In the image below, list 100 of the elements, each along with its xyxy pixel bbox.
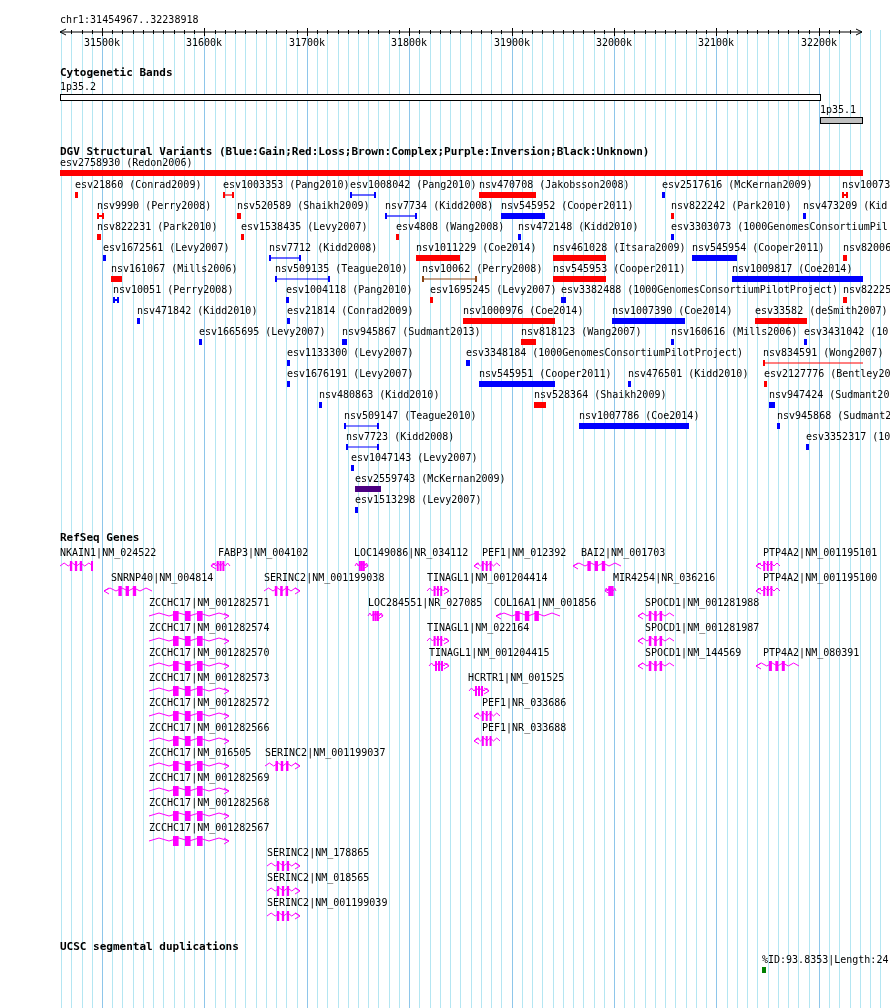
- gene-label: SERINC2|NM_018565: [267, 872, 370, 883]
- gene-label: LOC149086|NR_034112: [354, 547, 469, 558]
- feature-label: nsv1009817 (Coe2014): [732, 263, 853, 274]
- gene-label: ZCCHC17|NM_016505: [149, 747, 252, 758]
- gene-label: SPOCD1|NM_144569: [645, 647, 742, 658]
- gene-label: PTP4A2|NM_001195100: [763, 572, 878, 583]
- feature-label: esv1672561 (Levy2007): [103, 242, 230, 253]
- feature-label: esv3348184 (1000GenomesConsortiumPilotProject): [466, 347, 743, 358]
- feature-label: esv1004118 (Pang2010): [286, 284, 413, 295]
- feature-label: nsv472148 (Kidd2010): [518, 221, 639, 232]
- tick-label: 31600k: [186, 37, 223, 48]
- feature-label: nsv82006: [843, 242, 890, 253]
- track-title: UCSC segmental duplications: [60, 941, 239, 952]
- feature-label: nsv818123 (Wang2007): [521, 326, 642, 337]
- gene-label: MIR4254|NR_036216: [613, 572, 716, 583]
- feature-label: esv3352317 (10: [806, 431, 890, 442]
- gene-label: SPOCD1|NM_001281988: [645, 597, 760, 608]
- tick-label: 31900k: [494, 37, 531, 48]
- feature-label: nsv545953 (Cooper2011): [553, 263, 686, 274]
- feature-label: nsv1007390 (Coe2014): [612, 305, 733, 316]
- feature-label: nsv470708 (Jakobsson2008): [479, 179, 630, 190]
- gene-label: SPOCD1|NM_001281987: [645, 622, 760, 633]
- gene-label: HCRTR1|NM_001525: [468, 672, 565, 683]
- feature-label: nsv9990 (Perry2008): [97, 200, 212, 211]
- feature-label: esv21814 (Conrad2009): [287, 305, 414, 316]
- feature-label: nsv7734 (Kidd2008): [385, 200, 494, 211]
- gene-label: NKAIN1|NM_024522: [60, 547, 157, 558]
- feature-label: nsv10051 (Perry2008): [113, 284, 234, 295]
- feature-label: nsv945867 (Sudmant2013): [342, 326, 481, 337]
- feature-label: nsv476501 (Kidd2010): [628, 368, 749, 379]
- gene-label: LOC284551|NR_027085: [368, 597, 483, 608]
- feature-label: nsv471842 (Kidd2010): [137, 305, 258, 316]
- feature-label: nsv947424 (Sudmant20: [769, 389, 890, 400]
- track-title: RefSeq Genes: [60, 532, 140, 543]
- feature-label: nsv1007786 (Coe2014): [579, 410, 700, 421]
- feature-label: esv1513298 (Levy2007): [355, 494, 482, 505]
- gene-label: ZCCHC17|NM_001282568: [149, 797, 270, 808]
- gene-label: FABP3|NM_004102: [218, 547, 309, 558]
- gene-label: SERINC2|NM_178865: [267, 847, 370, 858]
- gene-label: COL16A1|NM_001856: [494, 597, 597, 608]
- feature-label: esv1047143 (Levy2007): [351, 452, 478, 463]
- tick-label: 31500k: [84, 37, 121, 48]
- feature-label: nsv945868 (Sudmant2: [777, 410, 890, 421]
- gene-label: ZCCHC17|NM_001282573: [149, 672, 270, 683]
- feature-label: nsv82225: [843, 284, 890, 295]
- tick-label: 32200k: [801, 37, 838, 48]
- feature-label: nsv822231 (Park2010): [97, 221, 218, 232]
- feature-label: nsv545951 (Cooper2011): [479, 368, 612, 379]
- feature-label: esv1665695 (Levy2007): [199, 326, 326, 337]
- feature-label: nsv7712 (Kidd2008): [269, 242, 378, 253]
- band-label: 1p35.2: [60, 81, 97, 92]
- feature-label: nsv7723 (Kidd2008): [346, 431, 455, 442]
- coordinate-label: chr1:31454967..32238918: [60, 14, 199, 25]
- feature-label: esv33582 (deSmith2007): [755, 305, 888, 316]
- feature-label: esv4808 (Wang2008): [396, 221, 505, 232]
- gene-label: SNRNP40|NM_004814: [111, 572, 214, 583]
- feature-label: esv3431042 (10: [804, 326, 889, 337]
- band-label: 1p35.1: [820, 104, 857, 115]
- gene-label: PEF1|NR_033686: [482, 697, 567, 708]
- feature-label: esv1003353 (Pang2010): [223, 179, 350, 190]
- feature-label: nsv10073: [842, 179, 890, 190]
- tick-label: 32100k: [698, 37, 735, 48]
- gene-label: TINAGL1|NM_001204414: [427, 572, 548, 583]
- feature-label: nsv520589 (Shaikh2009): [237, 200, 370, 211]
- feature-label: esv3303073 (1000GenomesConsortiumPil: [671, 221, 888, 232]
- feature-label: esv1133300 (Levy2007): [287, 347, 414, 358]
- feature-label: nsv509147 (Teague2010): [344, 410, 477, 421]
- tick-label: 31700k: [289, 37, 326, 48]
- feature-label: esv2517616 (McKernan2009): [662, 179, 813, 190]
- feature-label: esv2758930 (Redon2006): [60, 157, 193, 168]
- gene-label: ZCCHC17|NM_001282567: [149, 822, 270, 833]
- feature-label: esv3382488 (1000GenomesConsortiumPilotProject): [561, 284, 838, 295]
- feature-label: esv2127776 (Bentley20: [764, 368, 890, 379]
- gene-label: SERINC2|NM_001199039: [267, 897, 388, 908]
- feature-label: nsv10062 (Perry2008): [422, 263, 543, 274]
- feature-label: nsv461028 (Itsara2009): [553, 242, 686, 253]
- gene-label: ZCCHC17|NM_001282574: [149, 622, 270, 633]
- feature-label: esv2559743 (McKernan2009): [355, 473, 506, 484]
- feature-label: %ID:93.8353|Length:24: [762, 954, 889, 965]
- gene-label: BAI2|NM_001703: [581, 547, 666, 558]
- feature-label: nsv528364 (Shaikh2009): [534, 389, 667, 400]
- feature-label: nsv1011229 (Coe2014): [416, 242, 537, 253]
- feature-label: esv1538435 (Levy2007): [241, 221, 368, 232]
- gene-label: ZCCHC17|NM_001282566: [149, 722, 270, 733]
- gene-label: SERINC2|NM_001199038: [264, 572, 385, 583]
- feature-label: esv1676191 (Levy2007): [287, 368, 414, 379]
- feature-label: nsv545954 (Cooper2011): [692, 242, 825, 253]
- gene-label: ZCCHC17|NM_001282571: [149, 597, 270, 608]
- feature-label: nsv473209 (Kid: [803, 200, 888, 211]
- track-title: Cytogenetic Bands: [60, 67, 173, 78]
- gene-label: TINAGL1|NM_001204415: [429, 647, 550, 658]
- feature-label: nsv509135 (Teague2010): [275, 263, 408, 274]
- gene-label: PTP4A2|NM_080391: [763, 647, 860, 658]
- gene-label: SERINC2|NM_001199037: [265, 747, 386, 758]
- tick-label: 32000k: [596, 37, 633, 48]
- gene-label: ZCCHC17|NM_001282569: [149, 772, 270, 783]
- feature-label: nsv822242 (Park2010): [671, 200, 792, 211]
- feature-label: nsv1000976 (Coe2014): [463, 305, 584, 316]
- gene-label: PEF1|NM_012392: [482, 547, 567, 558]
- gene-label: PTP4A2|NM_001195101: [763, 547, 878, 558]
